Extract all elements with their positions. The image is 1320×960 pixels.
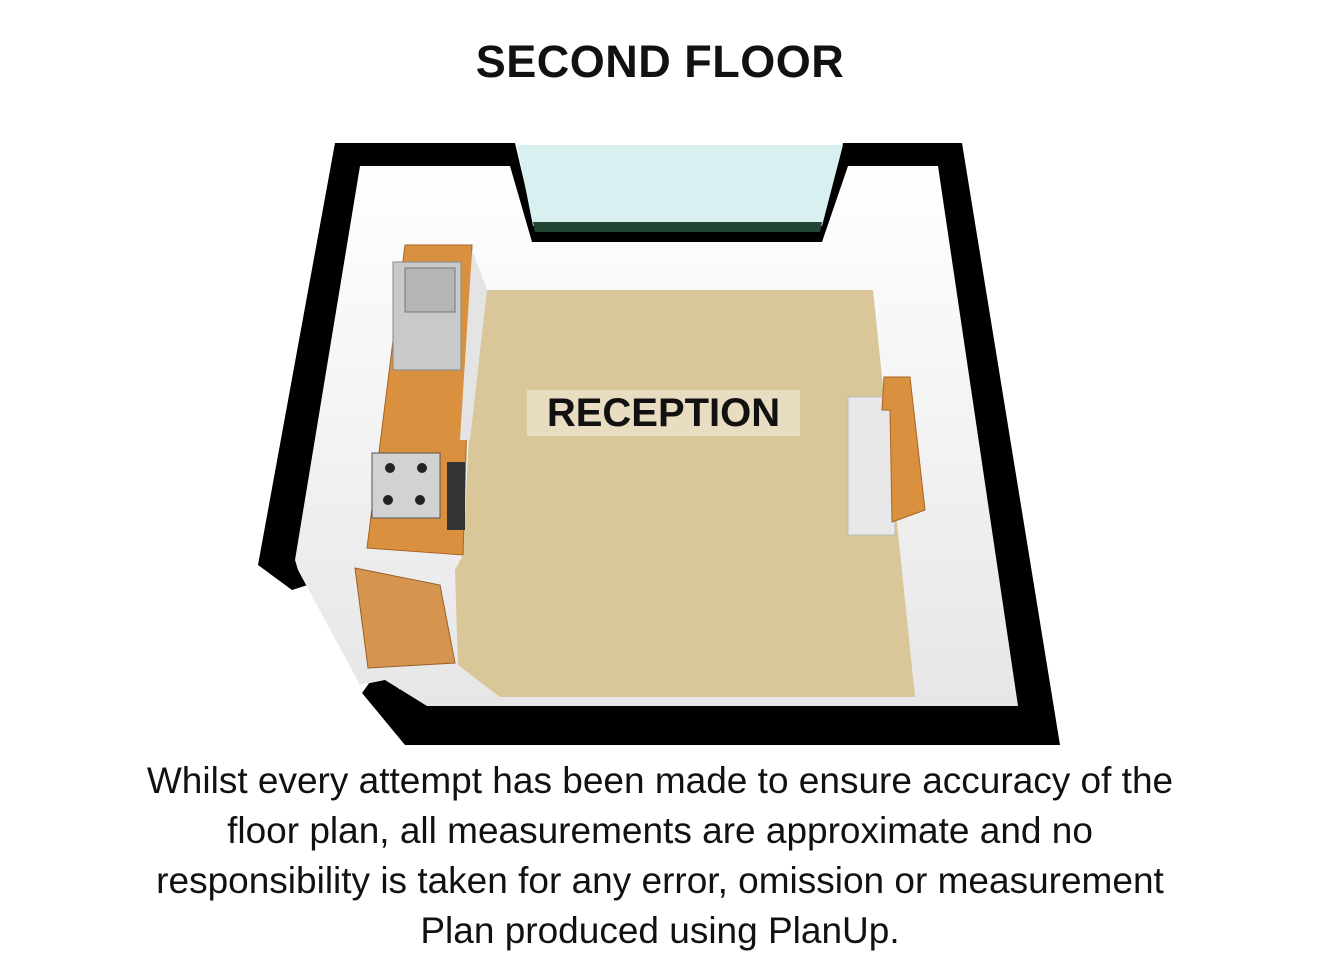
oven [447,462,465,530]
disclaimer-line: floor plan, all measurements are approxi… [227,810,1093,851]
disclaimer-line: Plan produced using PlanUp. [420,910,900,951]
window-sill [533,222,822,232]
disclaimer: Whilst every attempt has been made to en… [0,756,1320,956]
sink-bowl [404,267,456,313]
floor [455,290,915,697]
hob [371,452,441,519]
floor-title: SECOND FLOOR [475,36,845,87]
disclaimer-line: responsibility is taken for any error, o… [156,860,1164,901]
hob-burners [383,463,427,505]
window [517,145,843,226]
door [354,567,456,669]
room-label-reception: RECEPTION [527,390,800,436]
disclaimer-line: Whilst every attempt has been made to en… [146,760,1174,801]
kitchen-units [460,250,487,440]
fireplace-hearth [847,396,896,536]
fireplace-mantel [881,376,926,523]
